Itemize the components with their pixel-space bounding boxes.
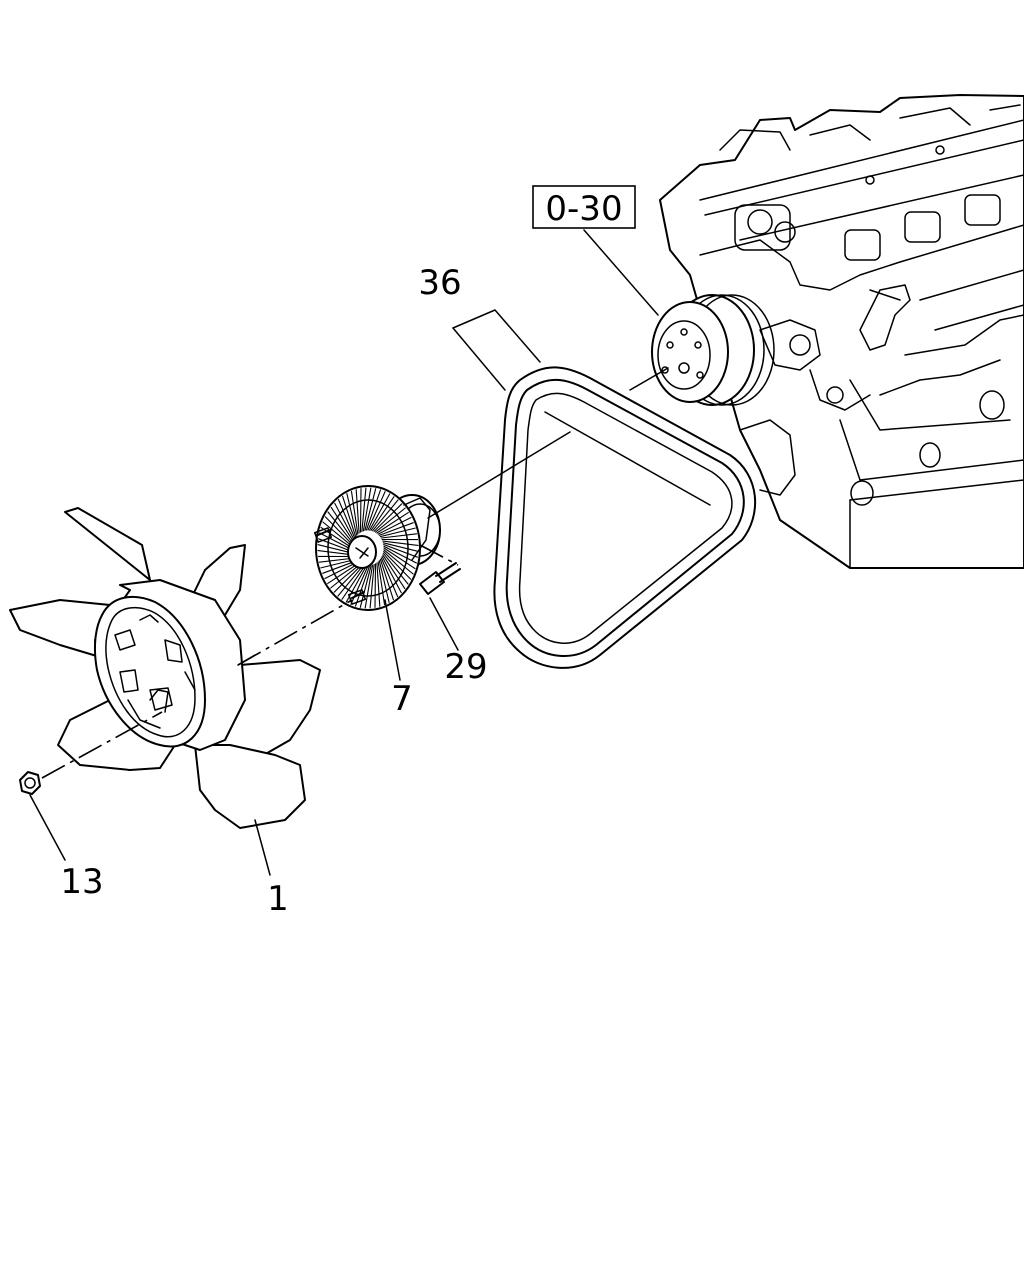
cooling-fan bbox=[9, 507, 321, 829]
clutch-fin bbox=[337, 499, 356, 539]
clutch-fin bbox=[374, 563, 377, 608]
clutch-fin bbox=[382, 540, 419, 546]
clutch-fin bbox=[364, 488, 377, 531]
drive-belt bbox=[493, 366, 757, 669]
clutch-fin bbox=[382, 542, 419, 552]
callout-fan: 1 bbox=[267, 879, 289, 919]
clutch-fin bbox=[374, 507, 406, 533]
clutch-fin bbox=[380, 533, 418, 539]
clutch-fin bbox=[334, 502, 355, 541]
callout-bolt: 29 bbox=[444, 647, 487, 687]
callout-belt: 36 bbox=[418, 263, 461, 303]
clutch-fin bbox=[327, 562, 360, 584]
clutch-fin bbox=[372, 499, 399, 532]
clutch-fin bbox=[333, 564, 363, 593]
clutch-fin bbox=[365, 489, 382, 531]
clutch-fin bbox=[322, 521, 353, 547]
clutch-fin bbox=[377, 561, 386, 606]
clutch-fin bbox=[382, 554, 406, 590]
nut bbox=[19, 771, 41, 795]
clutch-fin bbox=[377, 516, 412, 535]
clutch-fin bbox=[369, 564, 375, 609]
callout-nut: 13 bbox=[60, 862, 103, 902]
engine-block bbox=[659, 94, 1024, 569]
clutch-fin bbox=[379, 527, 416, 538]
clutch-fin bbox=[324, 516, 353, 546]
clutch-fin bbox=[330, 563, 362, 589]
clutch-fin bbox=[359, 488, 362, 533]
clutch-fin bbox=[354, 565, 371, 607]
clutch-fin bbox=[355, 489, 360, 534]
crank-pulley bbox=[651, 294, 775, 406]
fan-clutch bbox=[315, 485, 441, 611]
clutch-fin bbox=[330, 506, 354, 542]
clutch-fin bbox=[364, 564, 374, 609]
callout-ref-box: 0-30 bbox=[545, 189, 622, 229]
ref-box-frame bbox=[532, 185, 636, 229]
clutch-fin bbox=[367, 491, 386, 531]
clutch-fin bbox=[337, 564, 364, 597]
clutch-fin bbox=[380, 557, 399, 597]
clutch-fin bbox=[342, 495, 357, 538]
clutch-fin bbox=[373, 503, 403, 532]
clutch-fin bbox=[317, 544, 354, 554]
clutch-fin bbox=[369, 493, 391, 531]
clutch-fin bbox=[346, 493, 358, 536]
clutch-fin bbox=[379, 558, 394, 601]
clutch-fin bbox=[318, 538, 353, 553]
bolt bbox=[419, 562, 461, 595]
clutch-fin bbox=[383, 545, 417, 564]
clutch-fin bbox=[383, 547, 416, 570]
leader-lines bbox=[29, 229, 659, 876]
clutch-fin bbox=[361, 487, 367, 532]
clutch-fin bbox=[381, 555, 402, 594]
clutch-fin bbox=[327, 511, 354, 544]
clutch-fin bbox=[319, 532, 353, 551]
clutch-studs bbox=[313, 527, 367, 605]
clutch-fin bbox=[350, 490, 359, 535]
clutch-fin bbox=[383, 543, 418, 558]
clutch-fin bbox=[370, 496, 395, 531]
clutch-fin bbox=[376, 512, 409, 534]
clutch-fin bbox=[376, 562, 381, 607]
assembly-lines bbox=[41, 367, 669, 779]
clutch-fin bbox=[382, 552, 409, 585]
clutch-fin bbox=[378, 522, 414, 536]
clutch-fin bbox=[378, 560, 390, 603]
clutch-fin bbox=[362, 487, 372, 532]
clutch-fin bbox=[383, 550, 412, 580]
clutch-fin bbox=[383, 549, 414, 575]
callout-fan-clutch: 7 bbox=[391, 679, 413, 719]
clutch-fin bbox=[341, 565, 366, 600]
